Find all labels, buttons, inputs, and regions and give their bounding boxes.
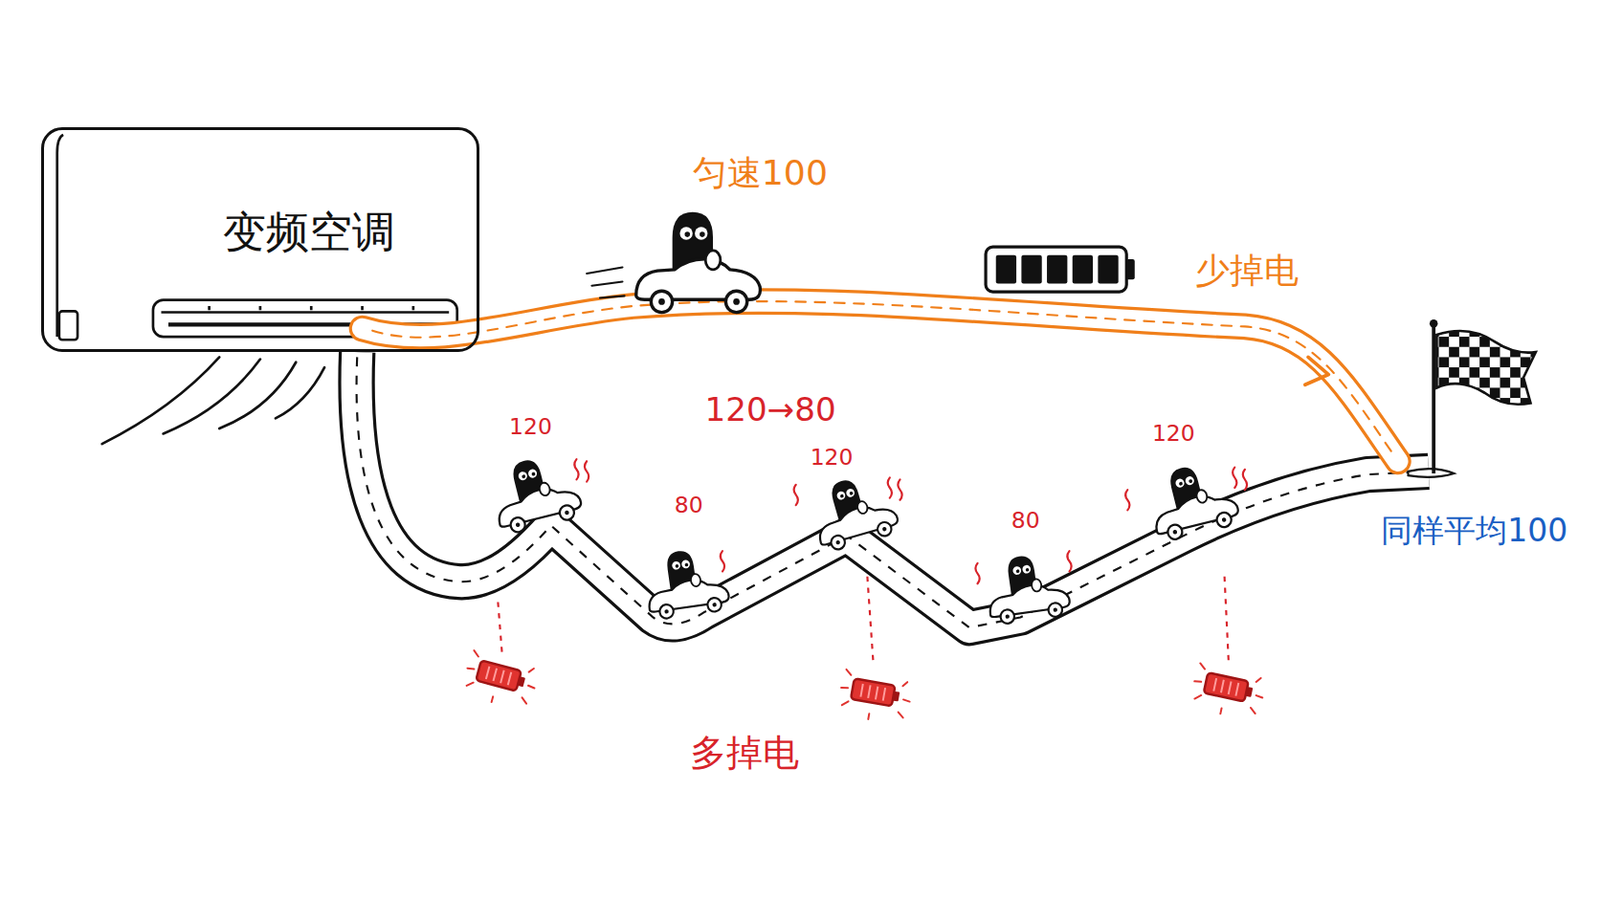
low-batteries-part (460, 650, 540, 713)
smooth-road-part (1305, 356, 1330, 385)
ac-details-part (59, 311, 78, 340)
heat-marks-part (897, 479, 902, 500)
bumpy-cars (486, 449, 1242, 626)
full-battery-part (1021, 255, 1042, 285)
bumpy-cars-part (805, 468, 901, 554)
steady-car-part (586, 267, 624, 299)
heat-marks-part (584, 461, 589, 482)
low-batteries (460, 650, 1267, 727)
ac-details-part (57, 134, 64, 337)
air-flow (102, 356, 325, 445)
smooth-road-part (362, 301, 1399, 462)
heat-marks-part (888, 477, 892, 498)
ac-unit: 变频空调 (41, 127, 481, 353)
battery-note: 少掉电 (1195, 250, 1299, 291)
bumpy-road-part (356, 352, 1429, 628)
battery-note: 多掉电 (689, 732, 800, 775)
air-flow-part (275, 367, 325, 419)
finish-flag-part (1429, 319, 1439, 329)
smooth-road (362, 301, 1399, 462)
full-battery-part (1046, 255, 1067, 285)
speed-number: 120 (509, 413, 553, 440)
bumpy-road-part (356, 352, 1429, 628)
heat-marks-part (720, 551, 725, 572)
steady-car-part (636, 212, 761, 313)
ac-details-part (160, 311, 449, 314)
heat-marks-part (1125, 489, 1130, 511)
drop-lines-part (866, 577, 873, 667)
steady-car (586, 212, 760, 313)
speed-number: 80 (674, 492, 704, 519)
full-battery-part (1072, 255, 1093, 285)
heat-marks-part (1243, 469, 1247, 490)
ac-details-part (209, 306, 414, 311)
finish-flag-part (1431, 326, 1436, 474)
finish-flag-part (1408, 468, 1455, 478)
heat-marks-part (574, 459, 578, 480)
full-battery-part (1126, 259, 1135, 280)
low-batteries-part (1189, 663, 1267, 723)
speed-range: 120→80 (705, 391, 837, 429)
finish-flag-part (1436, 331, 1535, 405)
bumpy-cars-part (982, 550, 1072, 626)
smooth-road-part (372, 301, 1394, 456)
full-battery (985, 246, 1135, 292)
heat-marks-part (794, 485, 799, 506)
ac-label: 变频空调 (222, 207, 396, 257)
bumpy-cars-part (1143, 457, 1242, 544)
air-flow-part (102, 356, 221, 445)
low-batteries-part (836, 669, 913, 727)
heat-marks (574, 459, 1247, 584)
drop-lines-part (1224, 577, 1229, 663)
bumpy-road-part (356, 356, 1425, 628)
smooth-road-part (362, 301, 1399, 462)
bumpy-cars-part (642, 545, 732, 622)
speed-label: 匀速100 (692, 154, 828, 195)
finish-flag (1408, 319, 1536, 478)
full-battery-part (996, 255, 1017, 285)
drop-lines (497, 577, 1228, 667)
ac-details (57, 134, 458, 340)
full-battery-part (1097, 255, 1118, 285)
bumpy-cars-part (486, 449, 584, 536)
heat-marks-part (1232, 467, 1237, 489)
speed-number: 80 (1011, 508, 1041, 534)
heat-marks-part (1066, 551, 1071, 572)
heat-marks-part (975, 563, 979, 584)
speed-number: 120 (1152, 421, 1196, 447)
drop-lines-part (497, 601, 502, 653)
speed-number: 120 (810, 444, 854, 470)
air-flow-part (219, 362, 296, 429)
full-battery-part (985, 246, 1127, 292)
bumpy-road (356, 352, 1429, 628)
average-note: 同样平均100 (1380, 512, 1568, 550)
